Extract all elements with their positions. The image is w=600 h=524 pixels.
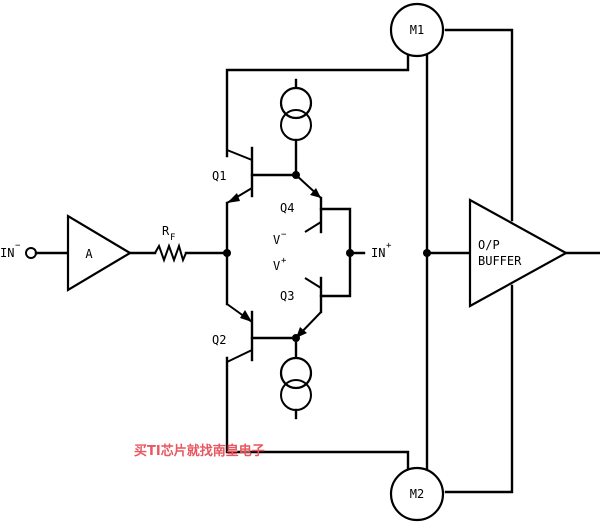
- labels: M1 M2 Q1 Q2 Q4 Q3 A R F IN − IN + V − V …: [0, 23, 522, 501]
- transistor-q2: [226, 303, 298, 363]
- label-v-minus-sup: −: [281, 230, 287, 240]
- label-rf: R: [162, 224, 170, 238]
- label-in-minus-sup: −: [15, 241, 21, 251]
- resistor-rf: [154, 242, 187, 263]
- label-q1: Q1: [212, 169, 226, 183]
- current-source-bottom: [279, 356, 313, 411]
- watermark-text: 买TI芯片就找南皇电子: [134, 443, 265, 459]
- label-amp-a: A: [85, 247, 93, 261]
- label-q4: Q4: [280, 201, 294, 215]
- output-buffer: [468, 198, 569, 308]
- label-v-plus-sup: +: [281, 256, 287, 266]
- label-in-plus-sup: +: [386, 241, 392, 251]
- label-in-plus: IN: [371, 246, 385, 260]
- amplifier-a: [66, 214, 133, 292]
- label-v-plus: V: [273, 259, 280, 273]
- label-buffer: BUFFER: [478, 254, 522, 268]
- m1-block: [389, 2, 445, 58]
- label-m1: M1: [410, 23, 424, 37]
- transistor-q3: [295, 276, 323, 339]
- label-in-minus: IN: [0, 246, 14, 260]
- wiring: [34, 28, 600, 494]
- transistor-q4: [295, 174, 323, 234]
- label-buffer-op: O/P: [478, 238, 500, 252]
- label-v-minus: V: [273, 233, 280, 247]
- label-m2: M2: [410, 487, 424, 501]
- current-source-top: [279, 86, 313, 141]
- junction-dots: [223, 171, 431, 342]
- label-q2: Q2: [212, 333, 226, 347]
- transistor-q1: [226, 146, 298, 204]
- label-rf-sub: F: [170, 233, 175, 243]
- m2-block: [389, 466, 445, 522]
- label-q3: Q3: [280, 289, 294, 303]
- in-minus-terminal: [25, 247, 37, 259]
